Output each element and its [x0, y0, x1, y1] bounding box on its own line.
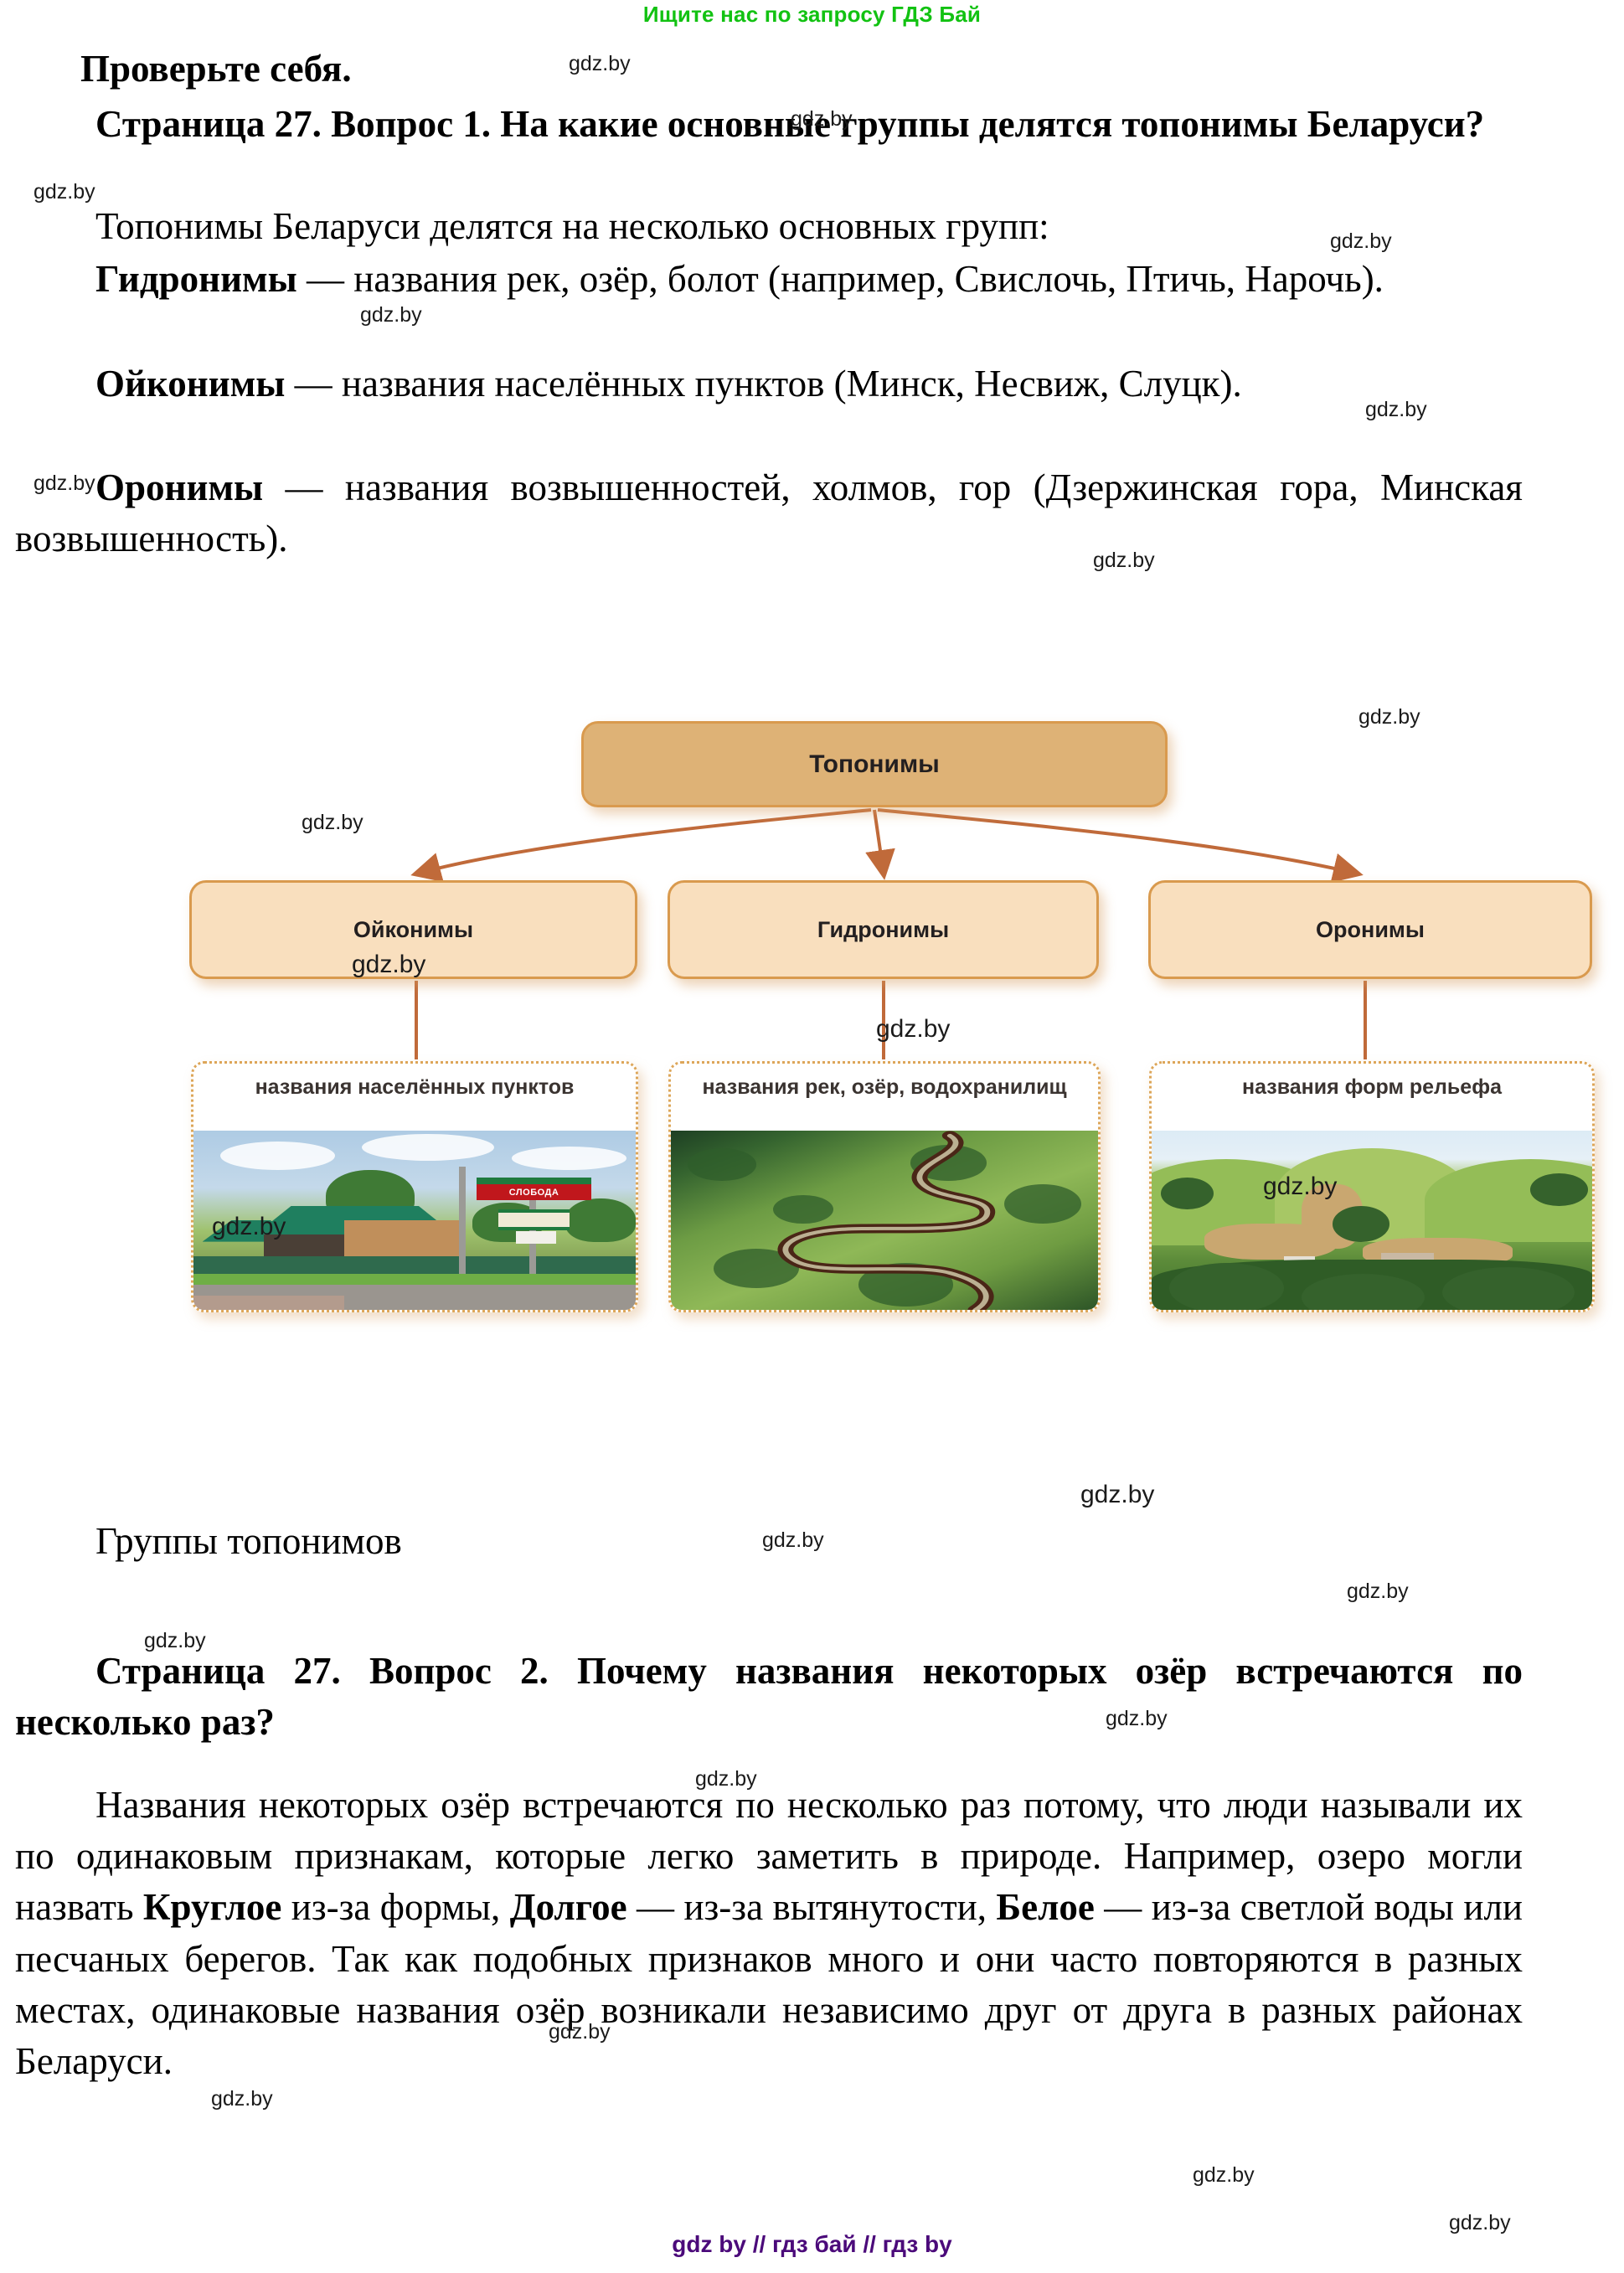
term-oikonimy-block: Ойконимы — названия населённых пунктов (… [15, 358, 1523, 410]
answer-2-part-b: из-за формы, [281, 1886, 510, 1929]
question-1-heading-block: Страница 27. Вопрос 1. На какие основные… [15, 99, 1523, 150]
watermark: gdz.by [360, 303, 422, 327]
check-yourself-heading-block: Проверьте себя. [15, 44, 1523, 95]
term-oikonimy: Ойконимы [95, 363, 286, 405]
village-photo: СЛОБОДА [193, 1131, 636, 1310]
diagram-node-oikonimy-label: Ойконимы [353, 916, 474, 942]
watermark: gdz.by [1347, 1580, 1409, 1603]
diagram-node-gidronimy: Гидронимы [668, 880, 1099, 979]
answer-2-part-a: Названия некоторых озёр встречаются по н… [15, 1784, 1523, 1929]
dash-1: — [285, 363, 342, 405]
diagram-card-oronimy-title: названия форм рельефа [1152, 1064, 1592, 1106]
diagram-node-oronimy-label: Оронимы [1316, 916, 1425, 942]
lake-name-krugloe: Круглое [142, 1886, 282, 1929]
watermark: gdz.by [1193, 2163, 1255, 2187]
term-oronimy-block: Оронимы — названия возвышенностей, холмо… [15, 462, 1523, 564]
question-1-heading: Страница 27. Вопрос 1. На какие основные… [95, 103, 1485, 145]
answer-1-intro: Топонимы Беларуси делятся на несколько о… [95, 205, 1049, 247]
question-2-heading-block: Страница 27. Вопрос 2. Почему названия н… [15, 1646, 1523, 1748]
diagram-card-oronimy: названия форм рельефа [1149, 1061, 1595, 1312]
diagram-connectors [410, 808, 1367, 1059]
diagram-card-oikonimy-title: названия населённых пунктов [193, 1064, 636, 1106]
diagram-card-gidronimy: названия рек, озёр, водохранилищ [668, 1061, 1101, 1312]
definition-oronimy: названия возвышенностей, холмов, гор (Дз… [15, 466, 1523, 560]
answer-2-block: Названия некоторых озёр встречаются по н… [15, 1780, 1523, 2087]
diagram-card-oikonimy: названия населённых пунктов СЛОБОДА [191, 1061, 638, 1312]
definition-gidronimy: названия рек, озёр, болот (например, Сви… [353, 258, 1384, 300]
diagram-node-root-label: Топонимы [809, 750, 940, 778]
diagram-card-gidronimy-title: названия рек, озёр, водохранилищ [671, 1064, 1098, 1106]
river-photo [671, 1131, 1098, 1310]
term-gidronimy-block: Гидронимы — названия рек, озёр, болот (н… [15, 254, 1523, 305]
dash-2: — [263, 466, 345, 508]
lake-name-beloe: Белое [996, 1886, 1095, 1929]
diagram-node-root: Топонимы [581, 721, 1168, 807]
hills-photo [1152, 1131, 1592, 1310]
diagram-caption-block: Группы топонимов [15, 1516, 1523, 1567]
page-footer: gdz by // гдз бай // гдз by [672, 2231, 952, 2257]
definition-oikonimy: названия населённых пунктов (Минск, Несв… [341, 363, 1242, 405]
sloboda-sign: СЛОБОДА [476, 1184, 592, 1201]
term-oronimy: Оронимы [95, 466, 264, 508]
answer-2-part-c: — из-за вытянутости, [626, 1886, 997, 1929]
answer-1-intro-block: Топонимы Беларуси делятся на несколько о… [15, 201, 1523, 252]
diagram-node-gidronimy-label: Гидронимы [817, 916, 950, 942]
promo-banner: Ищите нас по запросу ГДЗ Бай [642, 2, 982, 27]
answer-2-part-d: — из-за светлой воды или песчаных берего… [15, 1886, 1523, 2082]
check-yourself-heading: Проверьте себя. [80, 48, 352, 90]
question-2-heading: Страница 27. Вопрос 2. Почему названия н… [15, 1650, 1523, 1744]
diagram-node-oronimy: Оронимы [1148, 880, 1592, 979]
dash-0: — [296, 258, 354, 300]
diagram-node-oikonimy: Ойконимы [189, 880, 637, 979]
watermark: gdz.by [211, 2087, 273, 2111]
toponyms-diagram: Топонимы Ойконимы Гидронимы Оронимы назв… [0, 716, 1624, 1495]
diagram-caption: Группы топонимов [95, 1520, 402, 1562]
lake-name-dolgoe: Долгое [509, 1886, 627, 1929]
term-gidronimy: Гидронимы [95, 258, 297, 300]
